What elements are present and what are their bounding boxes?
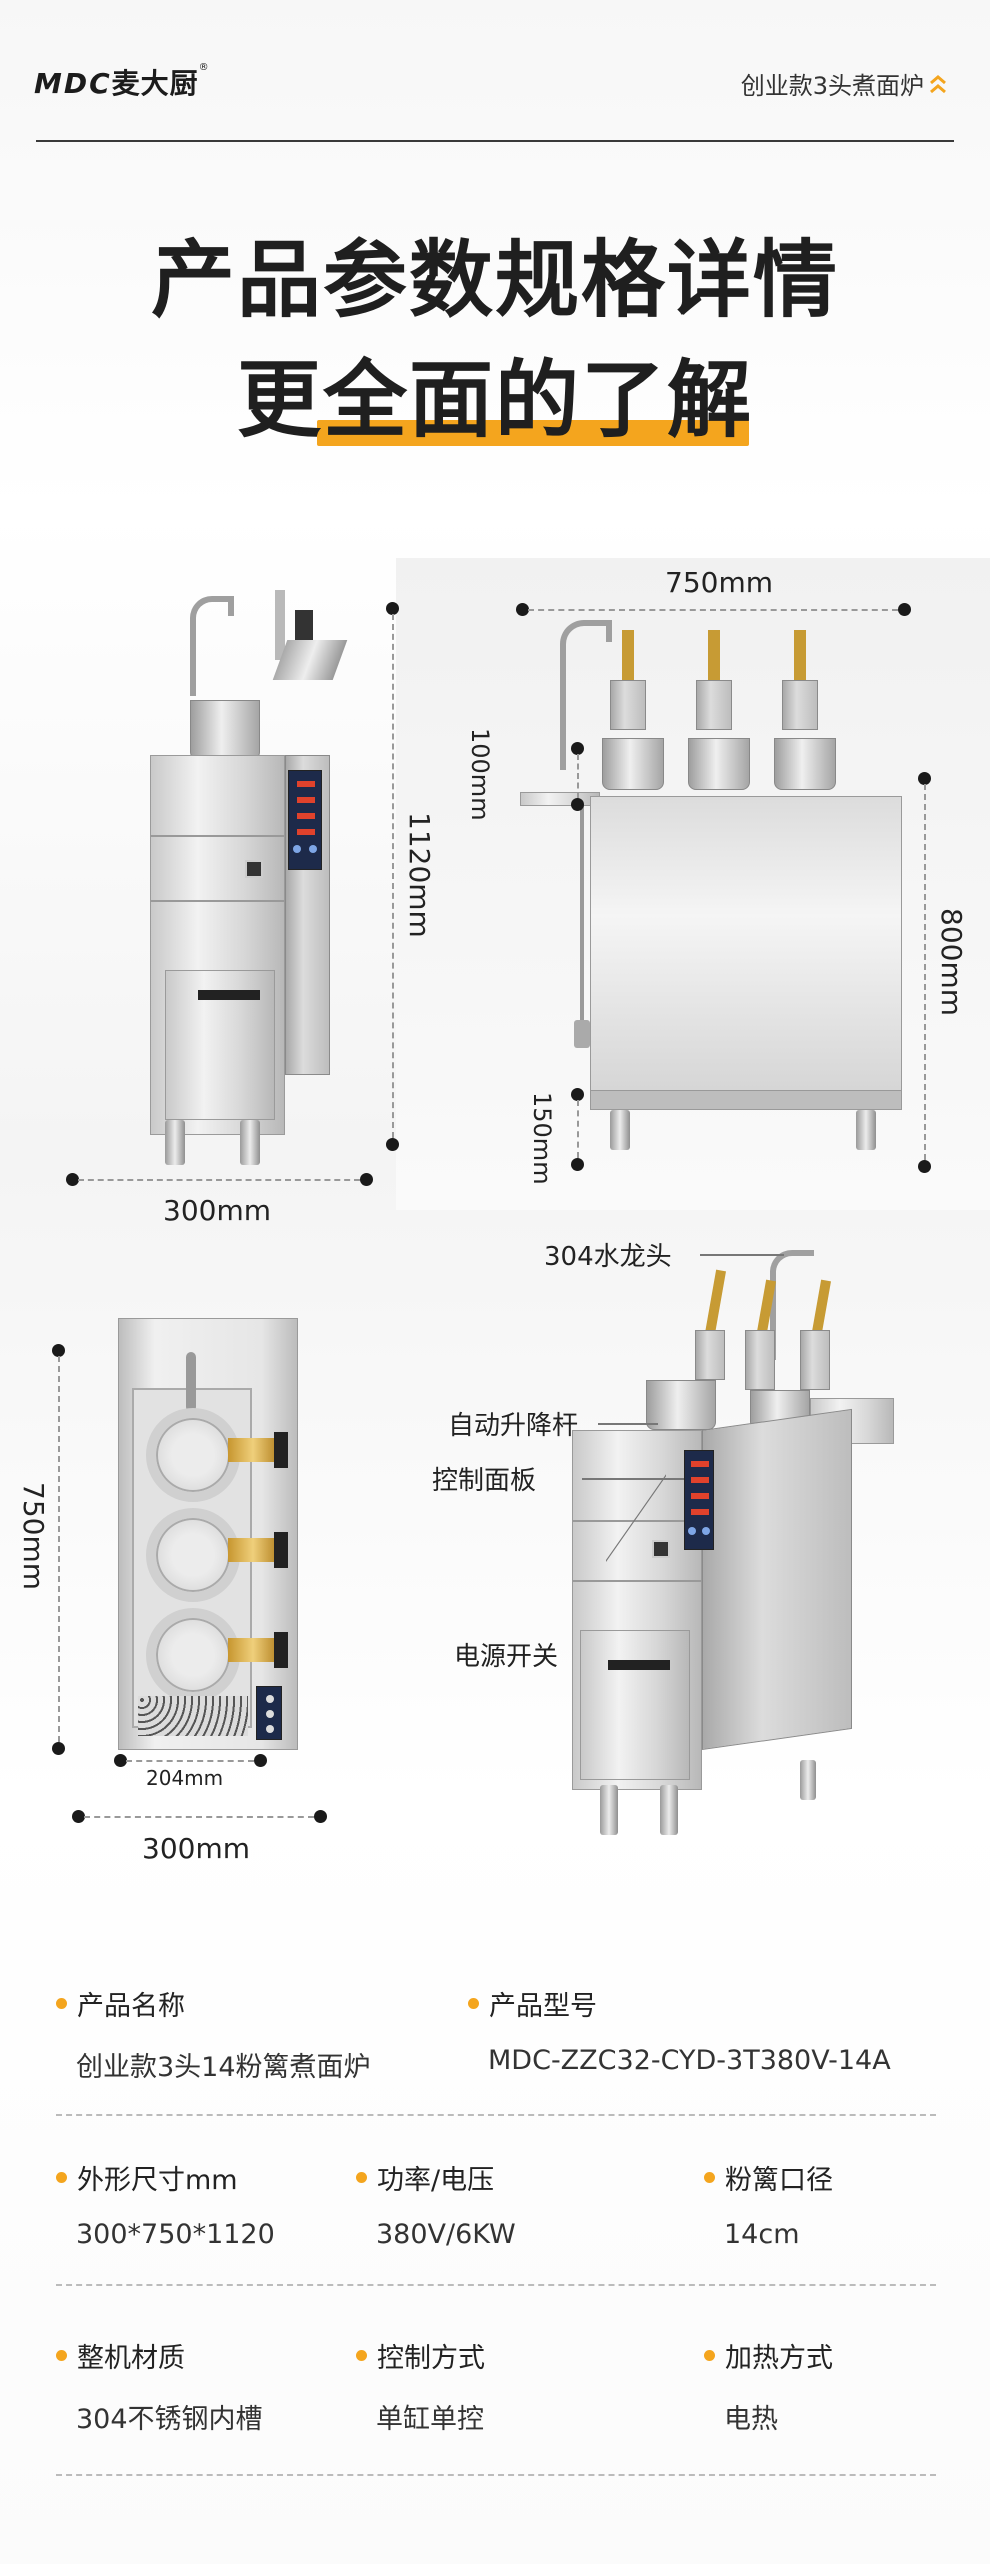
spec-value: MDC-ZZC32-CYD-3T380V-14A	[488, 2045, 891, 2076]
side-view-machine	[510, 620, 910, 1160]
spec-value: 创业款3头14粉篱煮面炉	[76, 2052, 371, 2083]
dim-marker	[114, 1754, 127, 1767]
spec-divider	[56, 2114, 936, 2116]
headline-highlight-text: 全面的了解	[323, 351, 754, 449]
dim-line-lift	[577, 754, 579, 798]
spec-value: 304不锈钢内槽	[76, 2404, 263, 2435]
spec-value: 300*750*1120	[76, 2219, 275, 2250]
spec-item: 整机材质 304不锈钢内槽	[56, 2336, 263, 2436]
bullet-dot	[56, 2172, 67, 2183]
spec-value: 电热	[724, 2404, 778, 2435]
product-title-text: 创业款3头煮面炉	[740, 72, 924, 100]
callout-line-faucet	[700, 1254, 784, 1256]
dim-marker	[66, 1173, 79, 1186]
callout-faucet: 304水龙头	[544, 1242, 672, 1272]
callout-lift-rod: 自动升降杆	[448, 1411, 579, 1441]
spec-label: 功率/电压	[377, 2165, 495, 2196]
dim-marker	[898, 603, 911, 616]
bullet-dot	[704, 2172, 715, 2183]
bullet-dot	[356, 2172, 367, 2183]
dim-line-leg	[577, 1100, 579, 1158]
dim-marker	[360, 1173, 373, 1186]
spec-value: 380V/6KW	[376, 2219, 516, 2250]
brand-logo: MDC麦大厨®	[34, 62, 210, 102]
dim-line-top-length	[58, 1356, 60, 1742]
spec-item: 加热方式 电热	[704, 2336, 833, 2436]
spec-item: 控制方式 单缸单控	[356, 2336, 485, 2436]
spec-divider	[56, 2284, 936, 2286]
headline-line-2: 更全面的了解	[0, 358, 990, 446]
product-title: 创业款3头煮面炉	[741, 66, 948, 101]
dim-line-body	[924, 784, 926, 1160]
bullet-dot	[468, 1998, 479, 2009]
spec-item: 产品型号 MDC-ZZC32-CYD-3T380V-14A	[468, 1984, 891, 2076]
dim-marker	[72, 1810, 85, 1823]
spec-divider	[56, 2474, 936, 2476]
bullet-dot	[56, 2350, 67, 2361]
dim-line-front-width	[78, 1179, 360, 1181]
spec-label: 控制方式	[377, 2343, 485, 2374]
callout-control-panel: 控制面板	[432, 1466, 537, 1496]
spec-label: 加热方式	[725, 2343, 833, 2374]
callout-line-lift-rod	[598, 1423, 658, 1425]
header-divider	[36, 140, 954, 142]
spec-label: 产品名称	[77, 1991, 185, 2022]
callout-power-switch: 电源开关	[454, 1642, 559, 1672]
dim-marker	[571, 798, 584, 811]
dim-marker	[571, 1158, 584, 1171]
dim-marker	[386, 1138, 399, 1151]
dim-line-top-width	[84, 1816, 314, 1818]
dim-line-height	[392, 614, 394, 1138]
dim-top-width: 300mm	[142, 1832, 250, 1865]
headline-pre: 更	[236, 351, 323, 449]
dim-marker	[516, 603, 529, 616]
callout-line-control-panel	[582, 1478, 684, 1480]
double-chevron-up-icon	[930, 74, 946, 93]
spec-value: 14cm	[724, 2219, 800, 2250]
logo-mark: MDC	[34, 67, 112, 100]
dim-marker	[254, 1754, 267, 1767]
dim-marker	[918, 772, 931, 785]
dim-line-length	[528, 609, 898, 611]
spec-label: 粉篱口径	[725, 2165, 833, 2196]
spec-label: 外形尺寸mm	[77, 2165, 238, 2196]
dim-body-height: 800mm	[935, 908, 968, 1016]
dim-marker	[571, 742, 584, 755]
dim-basket-pitch: 204mm	[146, 1766, 224, 1790]
spec-item: 功率/电压 380V/6KW	[356, 2158, 516, 2250]
spec-item: 粉篱口径 14cm	[704, 2158, 833, 2250]
spec-label: 产品型号	[489, 1991, 597, 2022]
dim-height-total: 1120mm	[403, 812, 436, 938]
spec-value: 单缸单控	[376, 2404, 484, 2435]
dim-leg-height: 150mm	[528, 1092, 556, 1185]
logo-registered: ®	[198, 62, 210, 73]
dim-marker	[314, 1810, 327, 1823]
headline-highlight: 全面的了解	[317, 358, 753, 446]
dim-marker	[918, 1160, 931, 1173]
dim-marker	[52, 1742, 65, 1755]
top-view-machine	[118, 1318, 298, 1750]
dim-side-length: 750mm	[665, 566, 773, 599]
dim-marker	[52, 1344, 65, 1357]
front-view-machine	[120, 590, 360, 1170]
bullet-dot	[56, 1998, 67, 2009]
logo-text: 麦大厨	[111, 67, 199, 100]
spec-label: 整机材质	[77, 2343, 185, 2374]
bullet-dot	[704, 2350, 715, 2361]
dim-line-basket-pitch	[126, 1760, 254, 1762]
perspective-view-machine	[560, 1250, 900, 1840]
dim-front-width: 300mm	[163, 1194, 271, 1227]
dim-lift-height: 100mm	[466, 728, 494, 821]
dim-marker	[571, 1088, 584, 1101]
spec-item: 外形尺寸mm 300*750*1120	[56, 2158, 275, 2250]
headline-line-1: 产品参数规格详情	[150, 231, 839, 329]
dim-marker	[386, 602, 399, 615]
bullet-dot	[356, 2350, 367, 2361]
dim-top-length: 750mm	[17, 1482, 50, 1590]
spec-item: 产品名称 创业款3头14粉篱煮面炉	[56, 1984, 371, 2084]
